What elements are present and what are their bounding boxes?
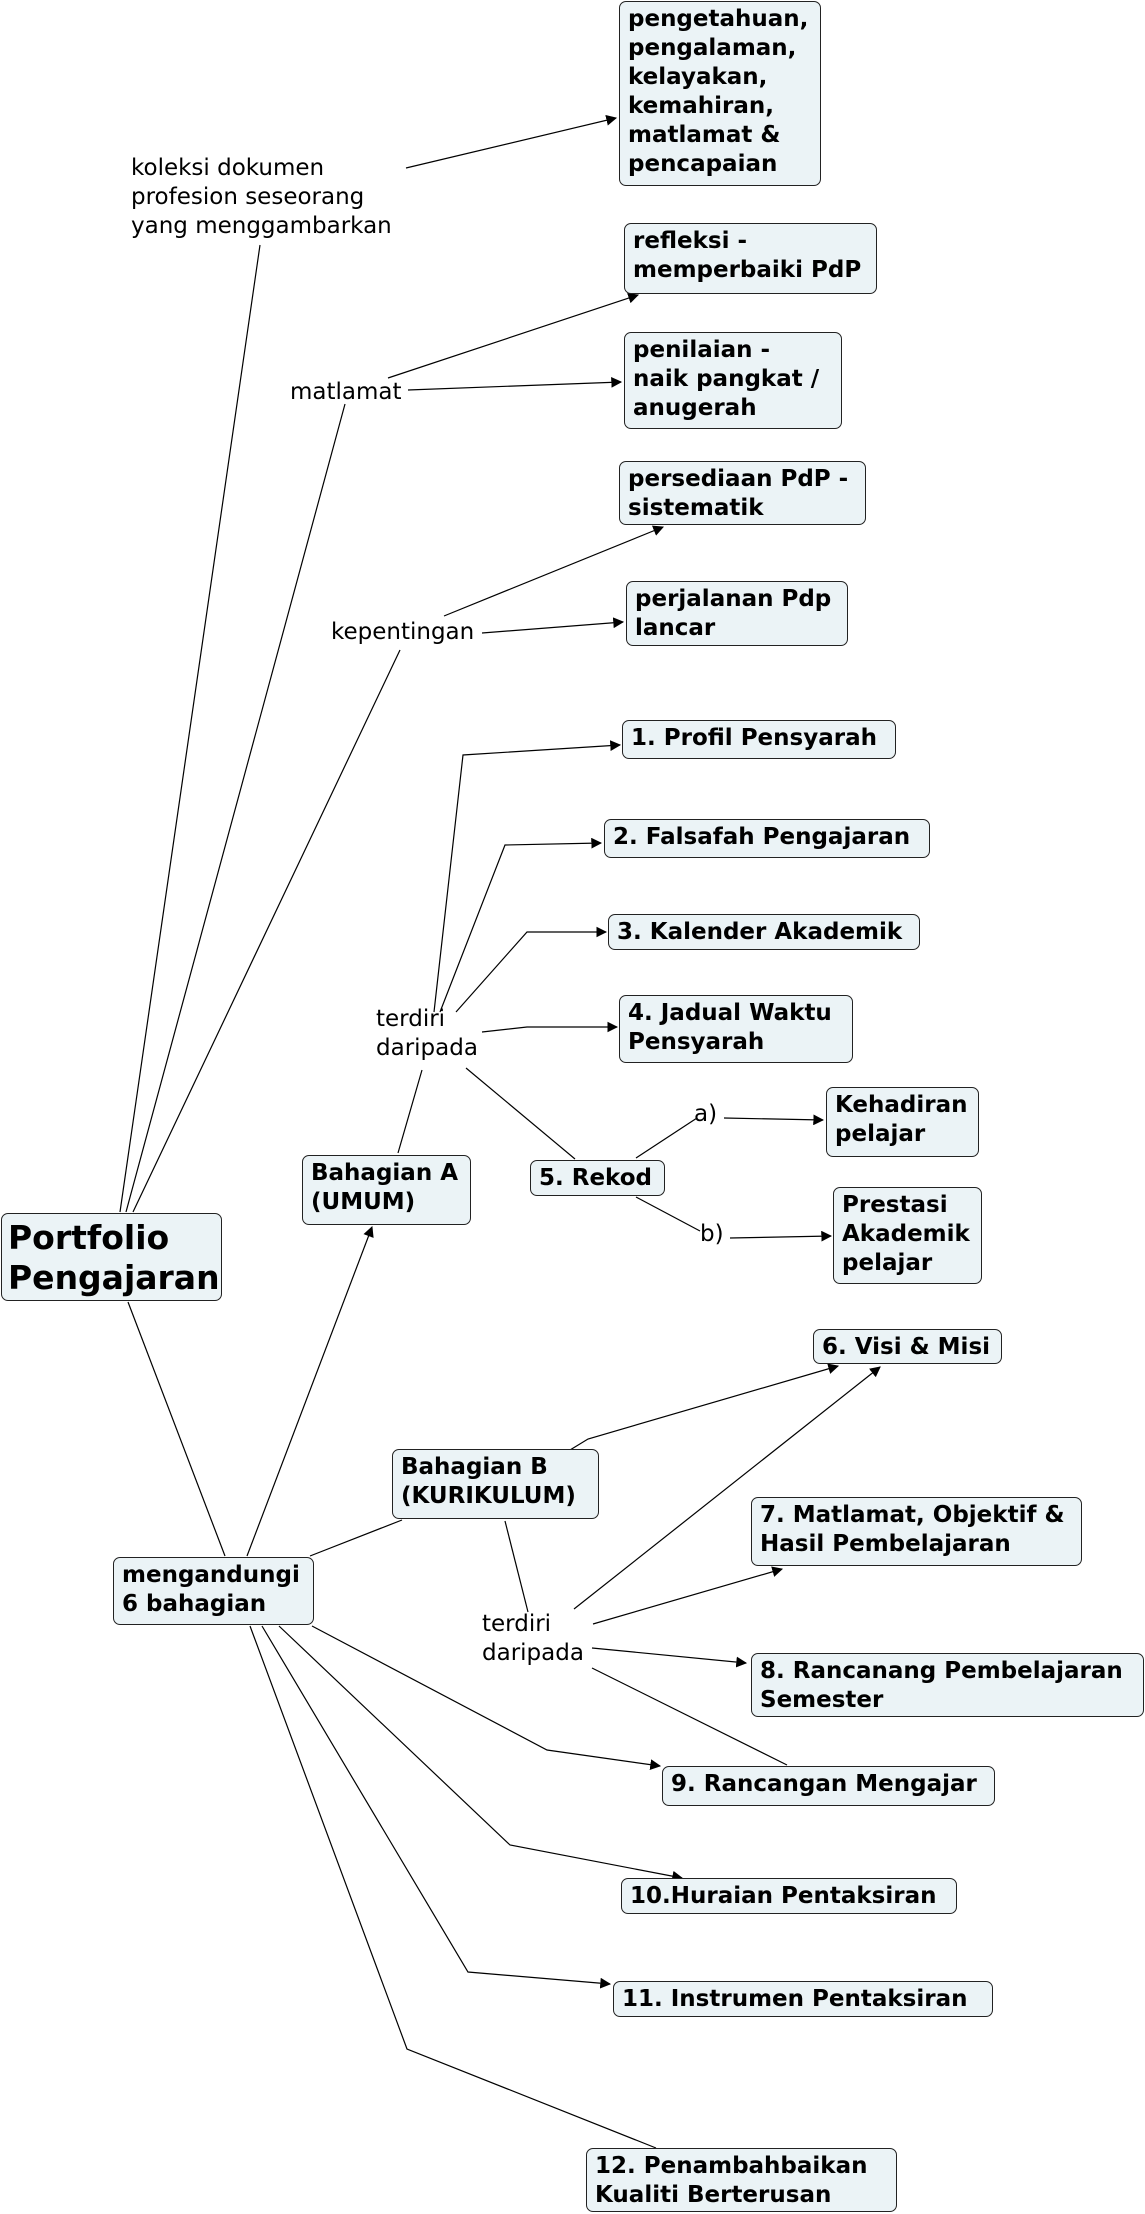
concept-bahagian-a[interactable]: Bahagian A (UMUM) <box>302 1155 471 1225</box>
link-terdiri-item8 <box>591 1647 748 1668</box>
concept-kehadiran[interactable]: Kehadiran pelajar <box>826 1087 979 1157</box>
link-mengandungi-item12 <box>249 1625 657 2149</box>
link-root-mengandungi <box>127 1301 226 1557</box>
link-terdiri-item5 <box>465 1067 576 1160</box>
link-terdiri-item6 <box>573 1366 881 1610</box>
concept-bahagian-b[interactable]: Bahagian B (KURIKULUM) <box>392 1449 599 1519</box>
link-b-prestasi <box>729 1230 833 1242</box>
concept-item-7[interactable]: 7. Matlamat, Objektif & Hasil Pembelajar… <box>751 1497 1082 1566</box>
link-koleksi-pengetahuan <box>405 114 618 169</box>
concept-item-4[interactable]: 4. Jadual Waktu Pensyarah <box>619 995 853 1063</box>
concept-item-1[interactable]: 1. Profil Pensyarah <box>622 720 896 759</box>
link-terdiri-item3 <box>455 926 608 1013</box>
concept-item-12[interactable]: 12. Penambahbaikan Kualiti Berterusan <box>586 2148 897 2212</box>
linking-phrase-terdiri-b: terdiri daripada <box>482 1611 584 1666</box>
link-rekod-b <box>635 1196 701 1232</box>
concept-penilaian[interactable]: penilaian - naik pangkat / anugerah <box>624 332 842 429</box>
concept-item-5-rekod[interactable]: 5. Rekod <box>530 1160 665 1196</box>
link-root-matlamat <box>125 403 346 1213</box>
link-root-koleksi <box>119 244 261 1213</box>
link-bahagianA-terdiri <box>397 1069 423 1154</box>
concept-prestasi[interactable]: Prestasi Akademik pelajar <box>833 1187 982 1284</box>
link-terdiri-item2 <box>439 837 603 1013</box>
concept-item-8[interactable]: 8. Rancanang Pembelajaran Semester <box>751 1653 1144 1717</box>
concept-item-2[interactable]: 2. Falsafah Pengajaran <box>604 819 930 858</box>
link-mengandungi-bahagianB <box>309 1519 403 1557</box>
linking-phrase-terdiri-a: terdiri daripada <box>376 1006 478 1061</box>
link-matlamat-penilaian <box>407 376 623 391</box>
linking-phrase-koleksi: koleksi dokumen profesion seseorang yang… <box>131 155 392 239</box>
concept-persediaan[interactable]: persediaan PdP - sistematik <box>619 461 866 525</box>
link-rekod-a <box>635 1117 698 1159</box>
concept-item-6[interactable]: 6. Visi & Misi <box>813 1329 1002 1364</box>
link-bahagianB-item6 <box>569 1363 840 1451</box>
link-mengandungi-item11 <box>261 1625 612 1989</box>
linking-phrase-b: b) <box>700 1221 724 1247</box>
concept-item-11[interactable]: 11. Instrumen Pentaksiran <box>613 1981 993 2017</box>
concept-item-3[interactable]: 3. Kalender Akademik <box>608 914 920 950</box>
link-terdiri-item1 <box>433 740 622 1013</box>
link-terdiri-item7 <box>592 1566 784 1625</box>
linking-phrase-matlamat: matlamat <box>290 379 402 405</box>
link-a-kehadiran <box>723 1114 825 1126</box>
link-kepentingan-perjalanan <box>481 617 625 634</box>
concept-pengetahuan[interactable]: pengetahuan, pengalaman, kelayakan, kema… <box>619 1 821 186</box>
concept-mengandungi[interactable]: mengandungi 6 bahagian <box>113 1557 314 1625</box>
link-mengandungi-bahagianA <box>246 1225 374 1557</box>
linking-phrase-a: a) <box>694 1101 718 1127</box>
concept-perjalanan[interactable]: perjalanan Pdp lancar <box>626 581 848 646</box>
root-concept-portfolio-pengajaran[interactable]: Portfolio Pengajaran <box>1 1213 222 1301</box>
link-terdiri-item4 <box>481 1021 619 1033</box>
link-matlamat-refleksi <box>387 292 640 379</box>
linking-phrase-kepentingan: kepentingan <box>331 619 475 645</box>
concept-refleksi[interactable]: refleksi - memperbaiki PdP <box>624 223 877 294</box>
concept-item-10[interactable]: 10.Huraian Pentaksiran <box>621 1878 957 1914</box>
concept-item-9[interactable]: 9. Rancangan Mengajar <box>662 1766 995 1806</box>
link-bahagianB-terdiri <box>504 1520 529 1613</box>
link-mengandungi-item10 <box>278 1625 684 1882</box>
link-root-kepentingan <box>132 649 401 1213</box>
